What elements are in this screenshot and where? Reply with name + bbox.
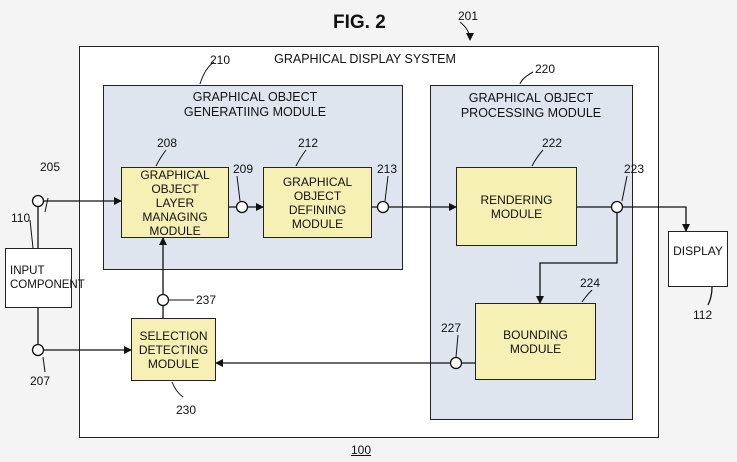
node-237-label: 237 (196, 293, 217, 307)
node-205-label: 205 (40, 160, 61, 174)
node-223-label: 223 (624, 162, 645, 176)
leader-201 (459, 21, 474, 41)
defining-ref: 212 (298, 136, 319, 150)
node-213-label: 213 (377, 162, 398, 176)
figure-title: FIG. 2 (333, 12, 386, 33)
node-237 (156, 293, 170, 307)
processing-title-line1: GRAPHICAL OBJECT (468, 91, 594, 105)
layer-managing-ref: 208 (157, 136, 178, 150)
generating-ref: 210 (210, 53, 231, 67)
processing-title: GRAPHICAL OBJECT PROCESSING MODULE (436, 91, 626, 121)
defining-module: GRAPHICAL OBJECT DEFINING MODULE (263, 167, 372, 238)
layer-managing-line1: GRAPHICAL OBJECT (140, 167, 210, 196)
leader-110 (29, 219, 34, 249)
leader-207 (42, 356, 46, 373)
bounding-module: BOUNDING MODULE (475, 303, 596, 380)
graphical-object-processing-module-panel (430, 85, 633, 420)
leader-223 (621, 175, 628, 202)
layer-managing-line2: LAYER MANAGING (142, 195, 208, 224)
node-209-label: 209 (233, 162, 254, 176)
node-227 (449, 356, 463, 370)
node-205 (31, 194, 45, 208)
wire-223-to-bounding (536, 207, 618, 304)
leader-224 (581, 289, 593, 303)
rendering-label: RENDERING MODULE (480, 192, 553, 221)
defining-line2: DEFINING MODULE (288, 202, 347, 231)
leader-112 (707, 286, 713, 306)
system-title: GRAPHICAL DISPLAY SYSTEM (274, 52, 456, 66)
node-213 (376, 200, 390, 214)
selection-line2: DETECTING (138, 342, 209, 357)
node-209 (235, 200, 249, 214)
selection-line3: MODULE (147, 356, 200, 371)
system-ref: 201 (458, 9, 479, 23)
bounding-label: BOUNDING MODULE (503, 327, 568, 356)
generating-title-line1: GRAPHICAL OBJECT (192, 90, 318, 104)
layer-managing-module: GRAPHICAL OBJECT LAYER MANAGING MODULE (121, 167, 229, 238)
selection-line1: SELECTION (139, 328, 208, 343)
node-227-label: 227 (441, 321, 462, 335)
leader-220 (519, 71, 534, 85)
processing-title-line2: PROCESSING MODULE (460, 106, 602, 120)
leader-210 (199, 61, 215, 85)
input-ref: 110 (11, 211, 31, 225)
input-line1: INPUT (10, 265, 45, 277)
system-bottom-ref: 100 (351, 443, 372, 457)
leader-227 (455, 334, 459, 358)
input-line2: COMPONENT (10, 279, 85, 291)
leader-208 (155, 149, 167, 167)
processing-ref: 220 (535, 62, 556, 76)
generating-title-line2: GENERATIING MODULE (183, 105, 327, 119)
leader-209 (236, 175, 241, 202)
selection-ref: 230 (176, 403, 197, 417)
input-component-box: INPUT COMPONENT (5, 248, 85, 308)
selection-detecting-module: SELECTION DETECTING MODULE (131, 318, 216, 381)
leader-222 (531, 149, 544, 167)
display-ref: 112 (693, 308, 713, 322)
wire-223-to-display (577, 206, 690, 232)
layer-managing-line3: MODULE (149, 223, 201, 238)
node-223 (610, 200, 624, 214)
node-207 (31, 343, 45, 357)
node-207-label: 207 (30, 374, 51, 388)
display-label: DISPLAY (673, 244, 723, 258)
leader-230 (171, 381, 184, 398)
generating-title: GRAPHICAL OBJECT GENERATIING MODULE (165, 90, 345, 120)
display-box: DISPLAY (668, 231, 728, 287)
rendering-ref: 222 (542, 136, 563, 150)
defining-line1: GRAPHICAL OBJECT (282, 174, 353, 203)
leader-213 (384, 175, 389, 202)
leader-212 (295, 149, 307, 167)
bounding-ref: 224 (580, 276, 601, 290)
leader-205 (44, 197, 49, 213)
